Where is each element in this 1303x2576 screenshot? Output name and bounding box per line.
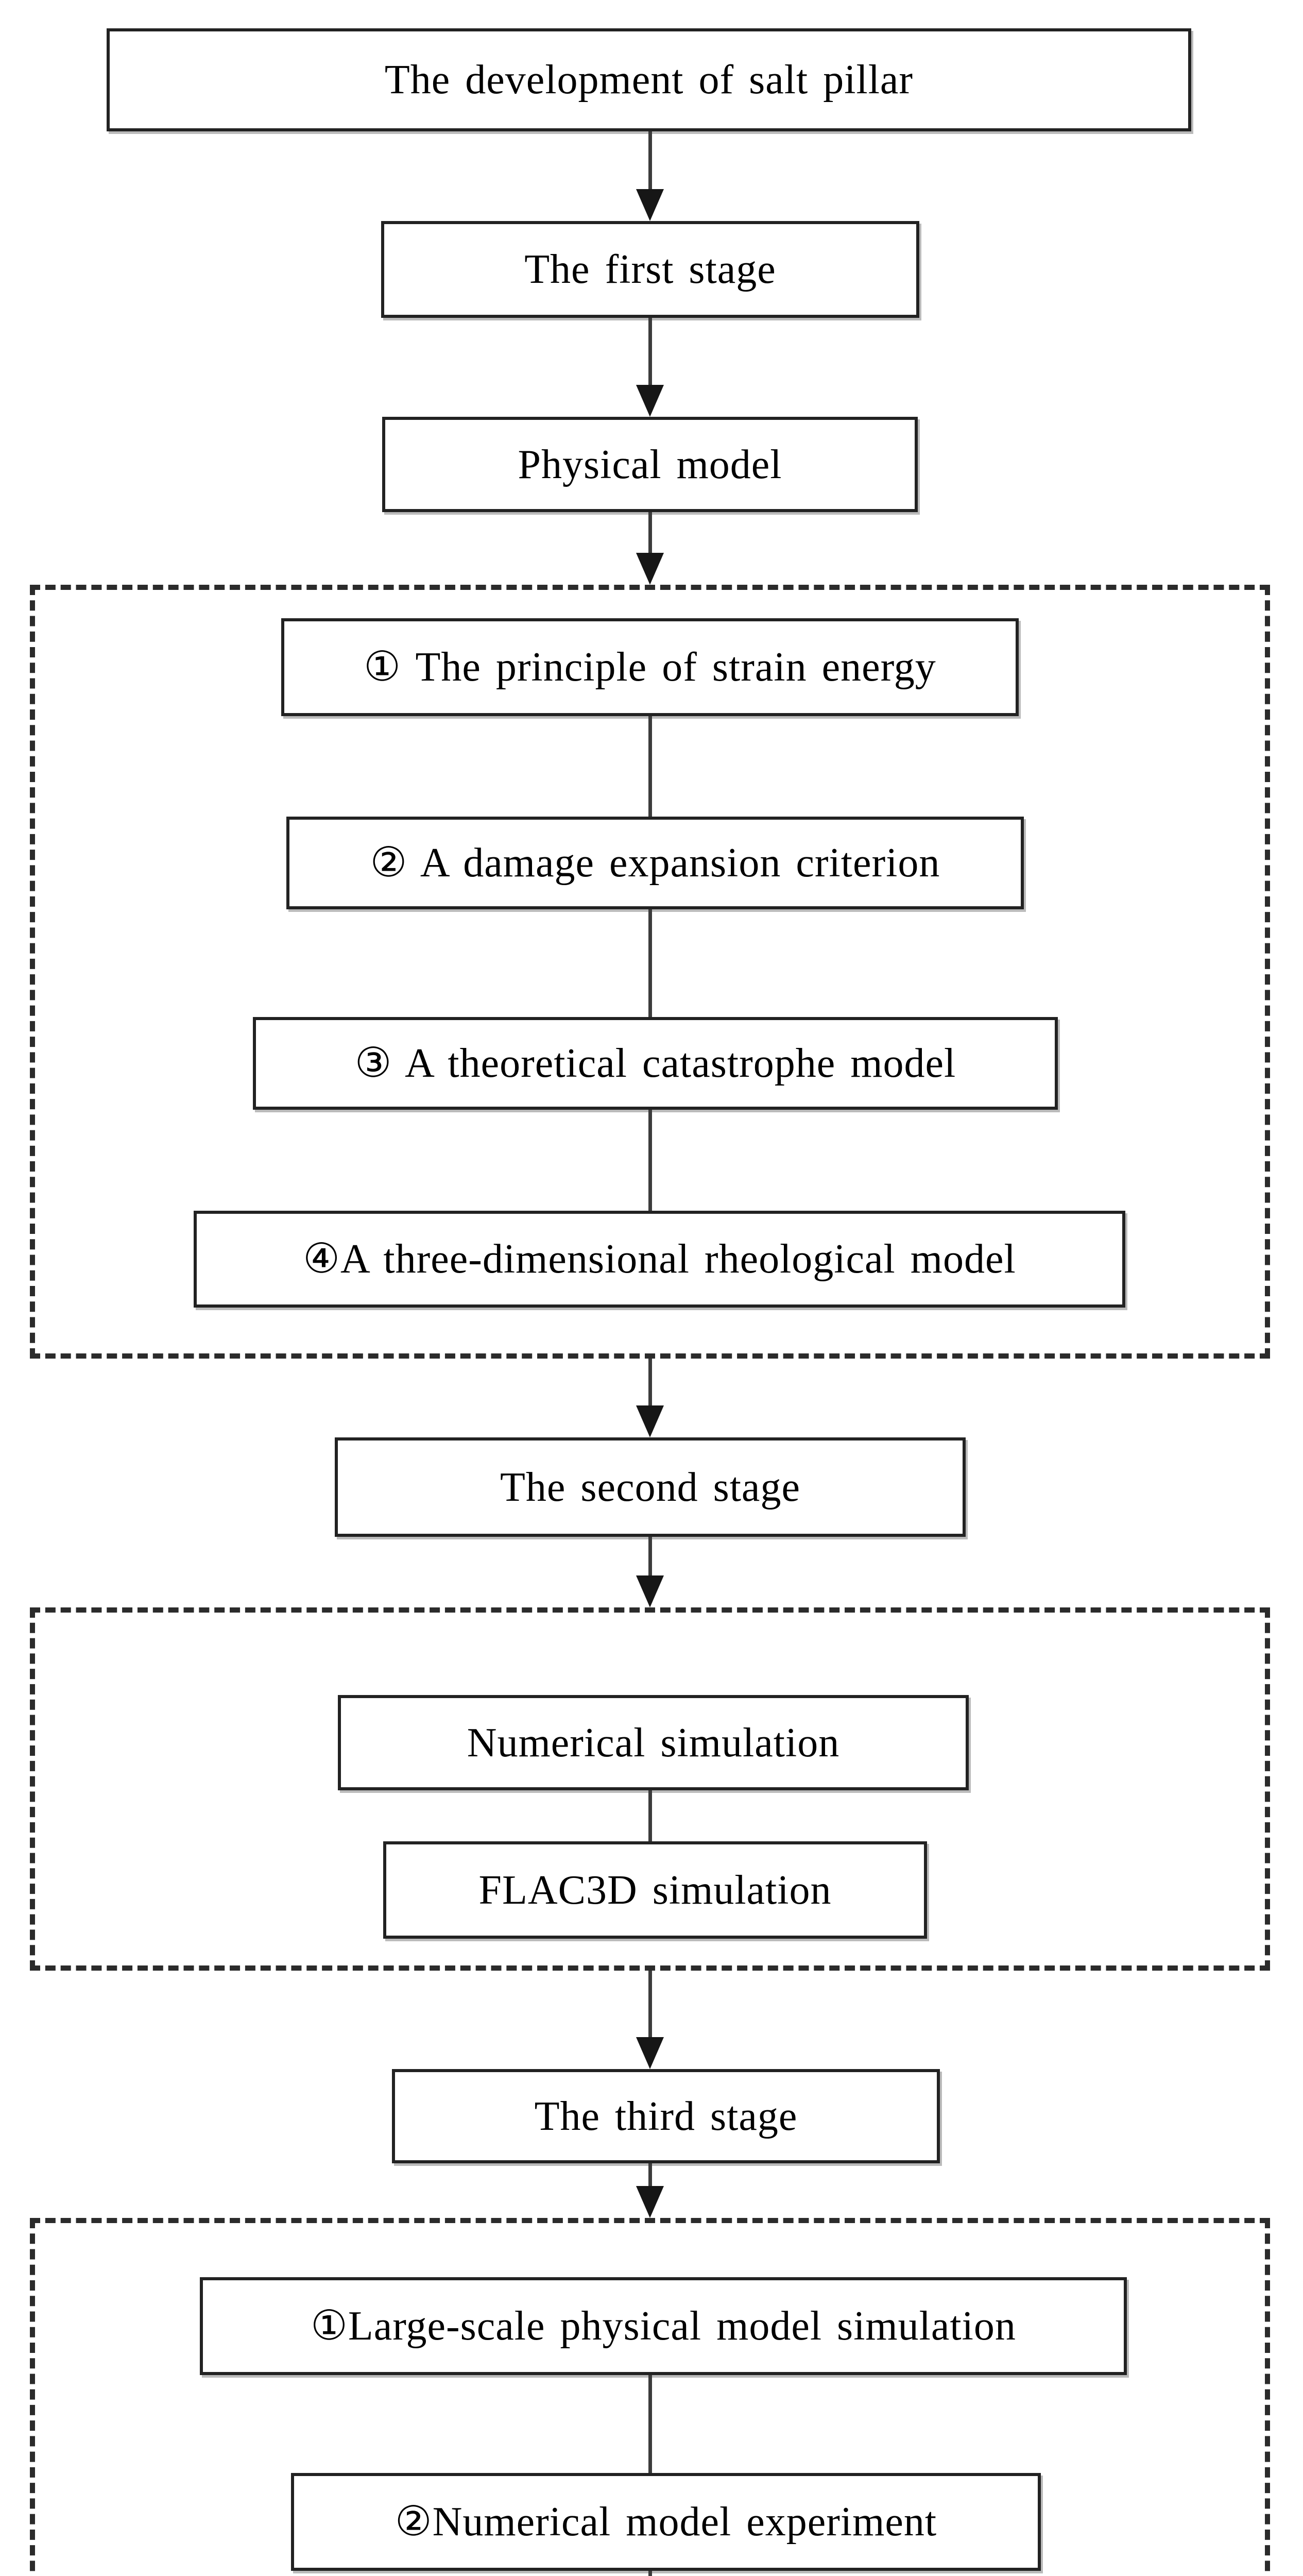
connector-line: [648, 909, 652, 1017]
rheological-model-label: ④A three-dimensional rheological model: [303, 1236, 1016, 1282]
connector-line: [648, 1110, 652, 1211]
damage-expansion-label: ② A damage expansion criterion: [370, 840, 940, 886]
arrow-shaft: [648, 1971, 652, 2040]
stage3-box-label: The third stage: [534, 2093, 798, 2139]
numerical-simulation-box: Numerical simulation: [338, 1695, 969, 1790]
connector-line: [648, 2375, 652, 2473]
title-box: The development of salt pillar: [107, 28, 1191, 131]
numerical-experiment-box: ②Numerical model experiment: [291, 2473, 1041, 2571]
title-box-label: The development of salt pillar: [384, 57, 914, 103]
stage2-box: The second stage: [335, 1437, 966, 1537]
physical-model-box: Physical model: [382, 417, 918, 512]
arrow-head-icon: [636, 1405, 664, 1437]
connector-line: [648, 716, 652, 817]
connector-line: [648, 2571, 652, 2576]
arrow-head-icon: [636, 189, 664, 221]
numerical-simulation-label: Numerical simulation: [467, 1720, 840, 1766]
arrow-head-icon: [636, 2037, 664, 2069]
flac3d-box: FLAC3D simulation: [383, 1841, 927, 1939]
flac3d-label: FLAC3D simulation: [478, 1867, 832, 1913]
arrow-shaft: [648, 2163, 652, 2189]
arrow-shaft: [648, 318, 652, 388]
principle-strain-energy-label: ① The principle of strain energy: [364, 645, 936, 690]
arrow-shaft: [648, 1359, 652, 1409]
large-scale-simulation-box: ①Large-scale physical model simulation: [200, 2277, 1127, 2375]
stage3-box: The third stage: [392, 2069, 940, 2163]
stage1-box: The first stage: [381, 221, 919, 318]
damage-expansion-box: ② A damage expansion criterion: [286, 817, 1024, 909]
phase-2-group: [30, 1607, 1270, 1971]
phase-3-group: [30, 2218, 1270, 2576]
large-scale-simulation-label: ①Large-scale physical model simulation: [311, 2303, 1016, 2349]
arrow-head-icon: [636, 2186, 664, 2218]
stage2-box-label: The second stage: [500, 1464, 800, 1510]
connector-line: [648, 1790, 652, 1841]
arrow-shaft: [648, 131, 652, 192]
stage1-box-label: The first stage: [524, 247, 776, 292]
arrow-head-icon: [636, 1575, 664, 1607]
arrow-head-icon: [636, 385, 664, 417]
rheological-model-box: ④A three-dimensional rheological model: [194, 1211, 1125, 1308]
catastrophe-model-box: ③ A theoretical catastrophe model: [253, 1017, 1058, 1110]
catastrophe-model-label: ③ A theoretical catastrophe model: [354, 1041, 956, 1086]
phase-1-group: [30, 585, 1270, 1359]
physical-model-box-label: Physical model: [518, 442, 782, 487]
principle-strain-energy-box: ① The principle of strain energy: [281, 618, 1019, 716]
arrow-shaft: [648, 1537, 652, 1579]
arrow-head-icon: [636, 553, 664, 585]
numerical-experiment-label: ②Numerical model experiment: [395, 2499, 937, 2545]
arrow-shaft: [648, 512, 652, 556]
